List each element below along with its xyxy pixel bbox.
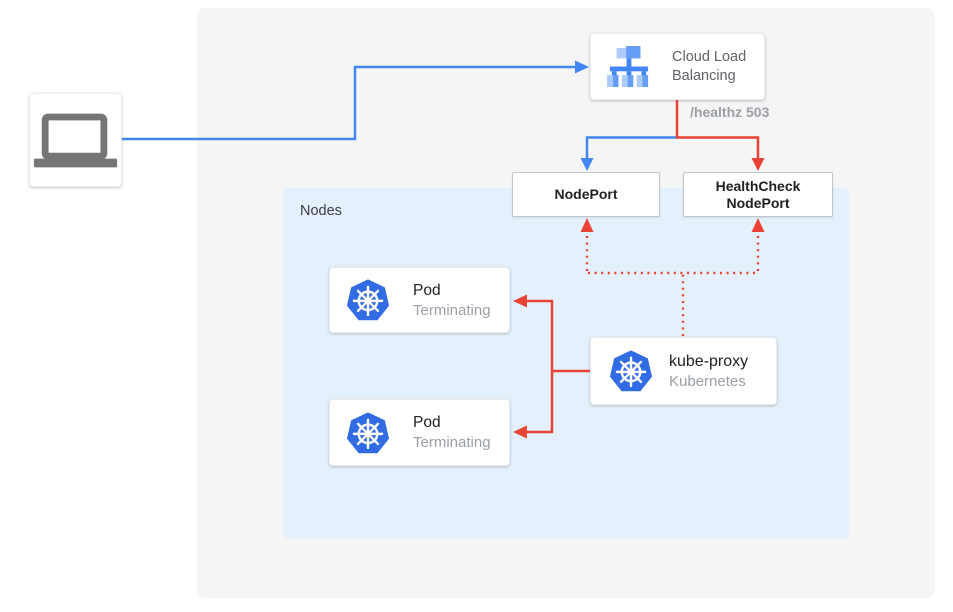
nodeport-box: NodePort bbox=[512, 172, 660, 217]
kubernetes-icon bbox=[346, 411, 390, 455]
kubernetes-icon bbox=[609, 349, 653, 393]
nodeport-label: NodePort bbox=[554, 186, 618, 202]
kubernetes-icon bbox=[346, 278, 390, 322]
load-balancer-icon bbox=[607, 45, 649, 87]
kube-proxy-box: kube-proxy Kubernetes bbox=[590, 337, 777, 405]
cloud-load-balancing-box: Cloud Load Balancing bbox=[590, 33, 765, 100]
kube-proxy-subtitle: Kubernetes bbox=[669, 372, 746, 390]
nodes-label: Nodes bbox=[300, 203, 342, 219]
healthz-status-label: /healthz 503 bbox=[690, 104, 770, 120]
pod-title: Pod bbox=[413, 281, 441, 299]
clb-label-line1: Cloud Load bbox=[672, 48, 747, 65]
healthcheck-label-line1: HealthCheck bbox=[715, 177, 801, 194]
clb-label-line2: Balancing bbox=[672, 67, 736, 84]
cloud-load-balancing-label: Cloud Load Balancing bbox=[672, 48, 746, 86]
pod-title: Pod bbox=[413, 414, 441, 431]
pod-status: Terminating bbox=[413, 434, 491, 451]
pod-terminating-box-2: Pod Terminating bbox=[329, 399, 510, 466]
pod-terminating-box-1: Pod Terminating bbox=[329, 267, 510, 333]
client-box bbox=[29, 93, 122, 187]
healthcheck-nodeport-box: HealthCheck NodePort bbox=[683, 172, 833, 217]
healthcheck-label-line2: NodePort bbox=[726, 194, 790, 211]
laptop-icon bbox=[33, 113, 118, 168]
kube-proxy-title: kube-proxy bbox=[669, 352, 749, 370]
pod-status: Terminating bbox=[413, 301, 491, 319]
